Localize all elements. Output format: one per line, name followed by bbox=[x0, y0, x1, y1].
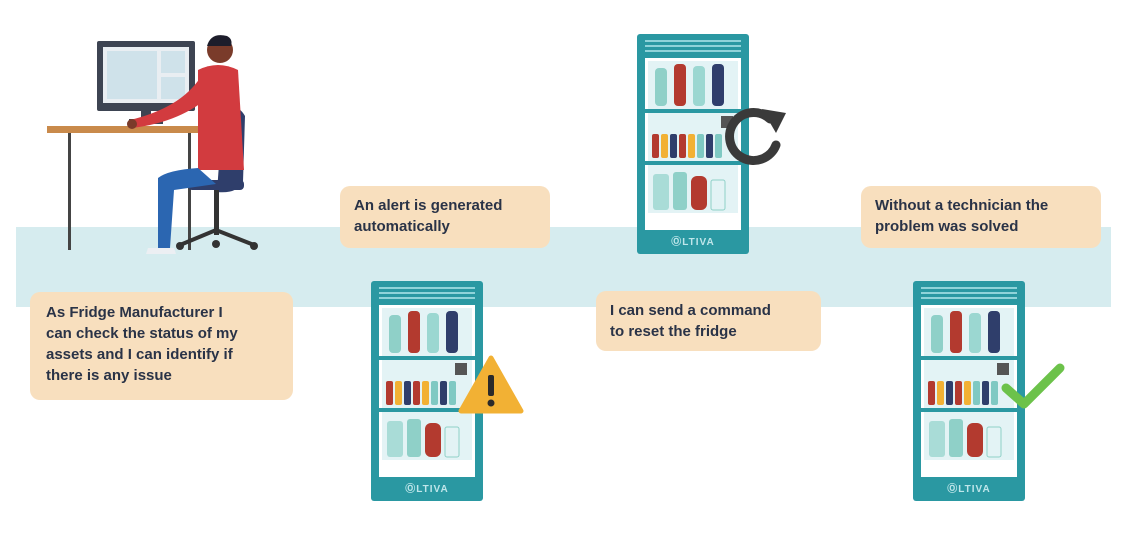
callout-line: can check the status of my bbox=[46, 325, 238, 342]
person-at-desk-icon bbox=[40, 30, 280, 265]
callout-command: I can send a command to reset the fridge bbox=[596, 291, 821, 351]
warning-icon bbox=[458, 355, 524, 420]
fridge-reset: ⓄLTIVA bbox=[637, 34, 749, 254]
callout-manufacturer: As Fridge Manufacturer I can check the s… bbox=[30, 292, 293, 400]
callout-solved: Without a technician the problem was sol… bbox=[861, 186, 1101, 248]
brand-logo: ⓄLTIVA bbox=[671, 237, 715, 248]
callout-line: An alert is generated bbox=[354, 197, 503, 214]
fridge-solved: ⓄLTIVA bbox=[913, 281, 1025, 501]
fridge-alert: ⓄLTIVA bbox=[371, 281, 483, 501]
callout-line: Without a technician the bbox=[875, 197, 1049, 214]
callout-line: As Fridge Manufacturer I bbox=[46, 304, 223, 321]
brand-logo: ⓄLTIVA bbox=[947, 484, 991, 495]
callout-alert: An alert is generated automatically bbox=[340, 186, 550, 248]
callout-line: assets and I can identify if bbox=[46, 346, 233, 363]
brand-logo: ⓄLTIVA bbox=[405, 484, 449, 495]
check-icon bbox=[1000, 360, 1066, 417]
callout-line: automatically bbox=[354, 218, 450, 235]
reset-icon bbox=[720, 103, 792, 176]
callout-line: I can send a command bbox=[610, 302, 771, 319]
callout-line: there is any issue bbox=[46, 367, 172, 384]
callout-line: to reset the fridge bbox=[610, 323, 737, 340]
callout-line: problem was solved bbox=[875, 218, 1019, 235]
